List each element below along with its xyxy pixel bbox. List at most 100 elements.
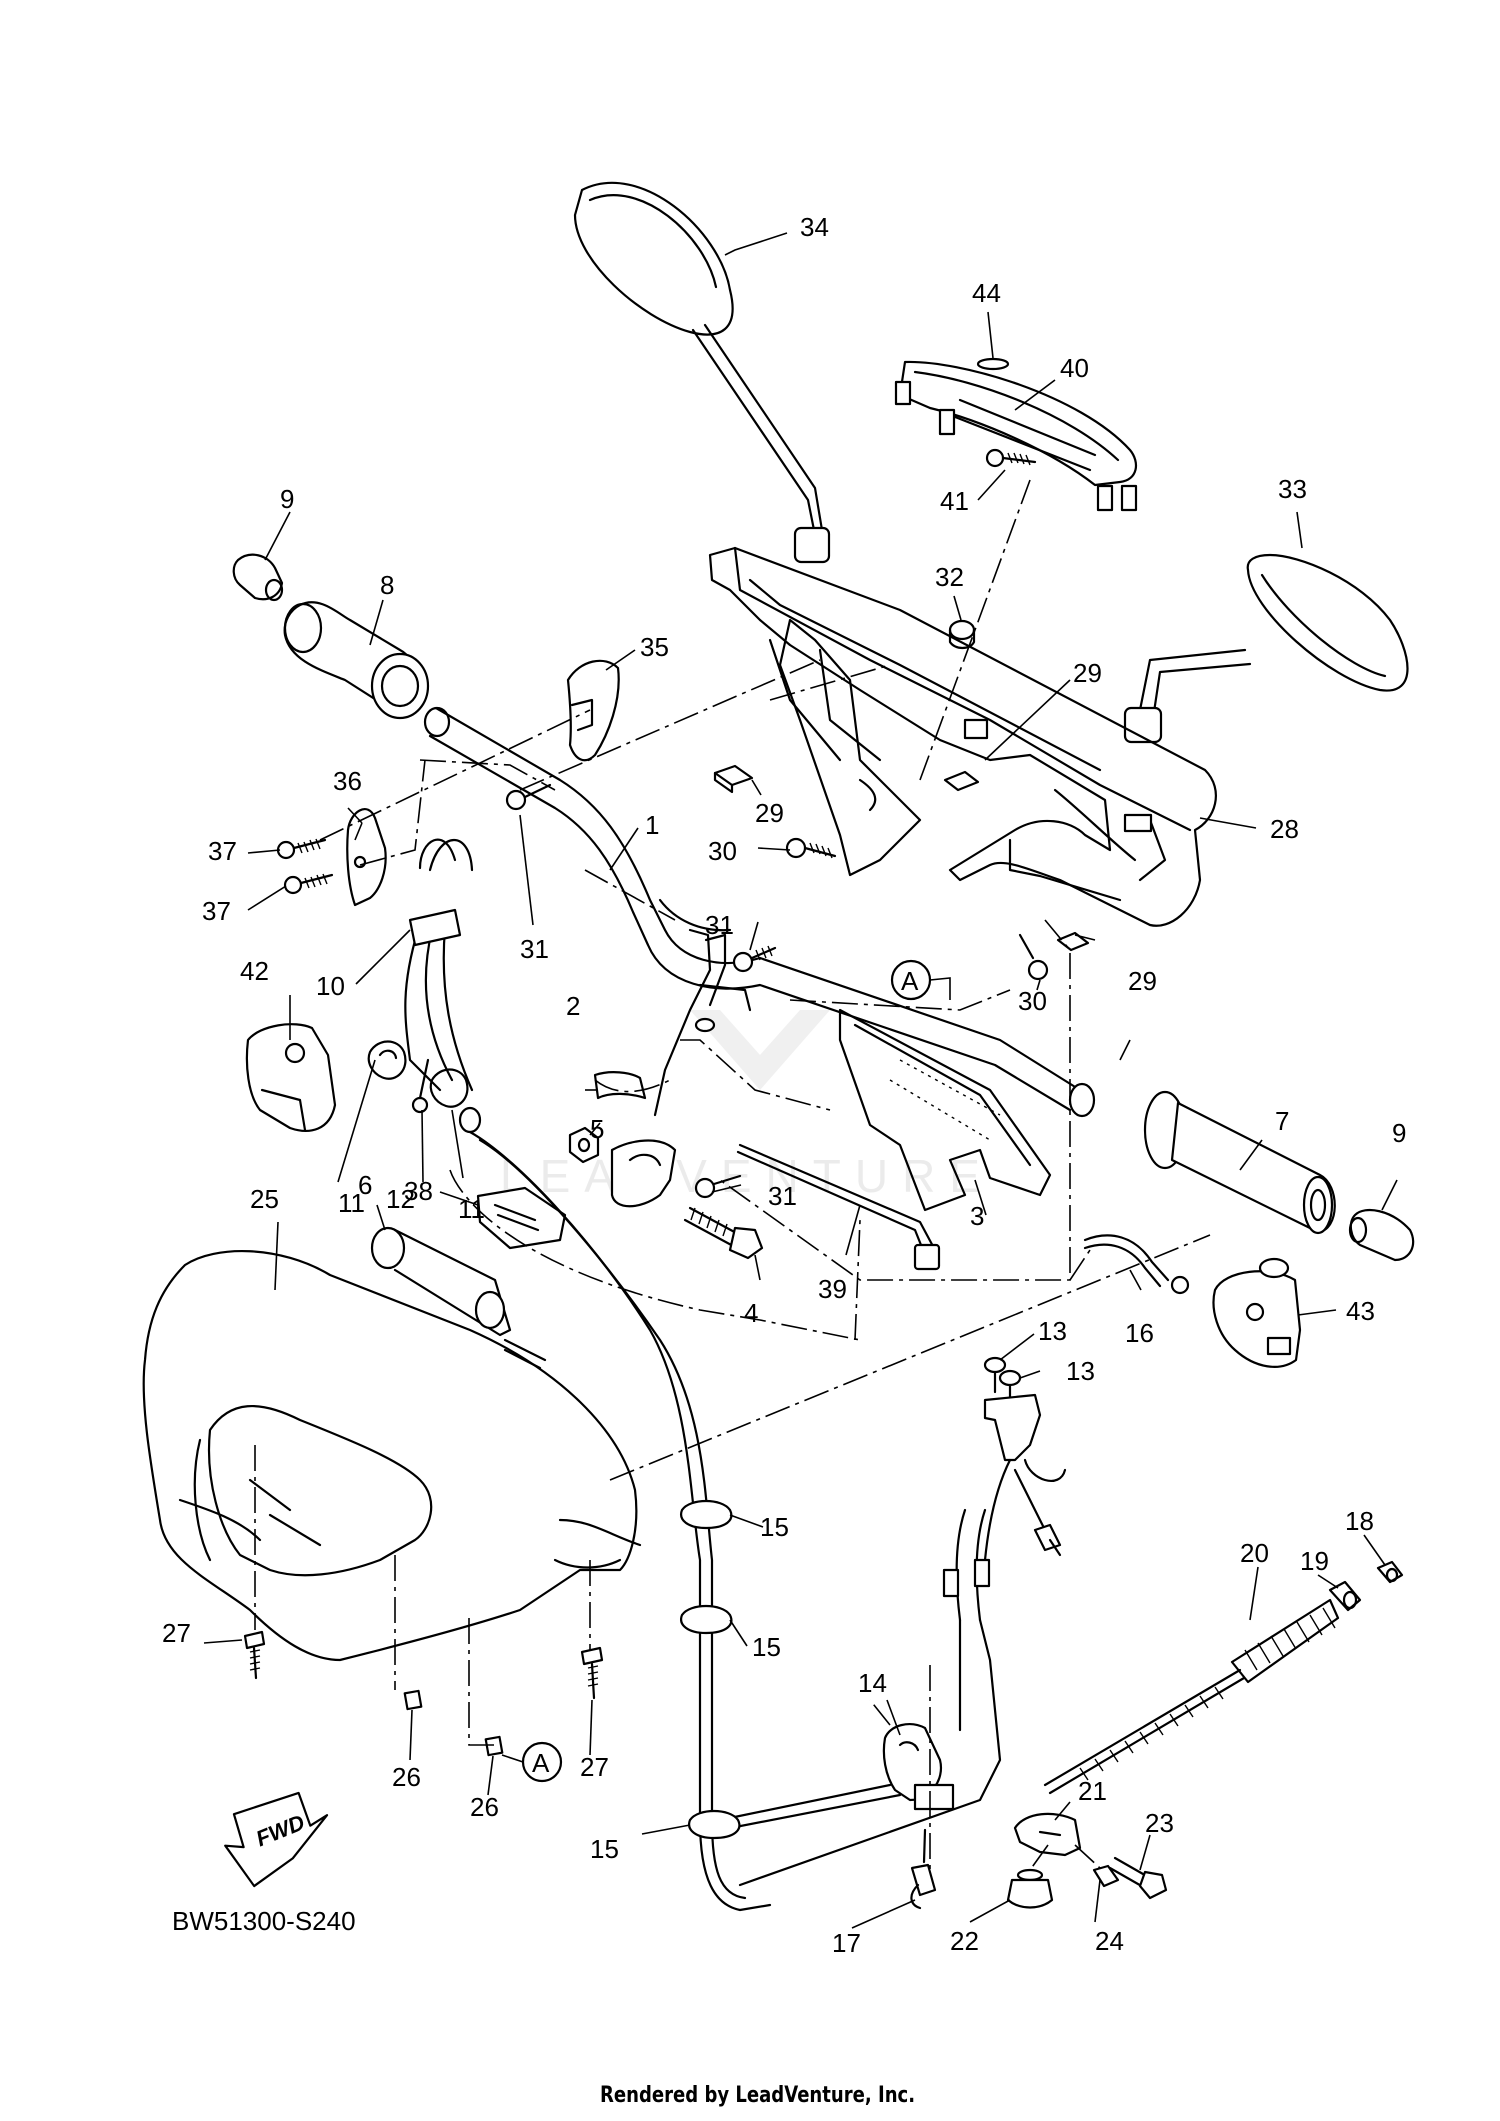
part-30-screw-b[interactable] bbox=[1018, 933, 1049, 981]
part-33-right-mirror[interactable] bbox=[1123, 553, 1409, 744]
callout-20[interactable]: 20 bbox=[1240, 1538, 1269, 1568]
part-22-damper[interactable] bbox=[1006, 1868, 1054, 1909]
callout-17[interactable]: 17 bbox=[832, 1928, 861, 1958]
part-9-grip-end-left[interactable] bbox=[232, 553, 284, 602]
callout-19[interactable]: 19 bbox=[1300, 1546, 1329, 1576]
part-35-holder[interactable] bbox=[566, 659, 620, 762]
callout-27[interactable]: 27 bbox=[580, 1752, 609, 1782]
callout-21[interactable]: 21 bbox=[1078, 1776, 1107, 1806]
callout-13[interactable]: 13 bbox=[1066, 1356, 1095, 1386]
part-31-screw-a[interactable] bbox=[505, 783, 552, 811]
part-11-clamp-a[interactable] bbox=[367, 1040, 407, 1080]
part-37-screw-b[interactable] bbox=[283, 873, 334, 895]
part-25-front-handle-cover[interactable] bbox=[142, 1249, 642, 1662]
callout-30[interactable]: 30 bbox=[1018, 986, 1047, 1016]
callout-8[interactable]: 8 bbox=[380, 570, 394, 600]
part-44-label[interactable] bbox=[976, 357, 1010, 371]
callout-11[interactable]: 11 bbox=[458, 1194, 485, 1224]
part-29-nut-c[interactable] bbox=[1056, 931, 1090, 952]
callout-39[interactable]: 39 bbox=[818, 1274, 847, 1304]
part-23-bolt[interactable] bbox=[1108, 1856, 1168, 1900]
callout-7[interactable]: 7 bbox=[1275, 1106, 1289, 1136]
callout-15[interactable]: 15 bbox=[752, 1632, 781, 1662]
part-13-screw-a[interactable] bbox=[983, 1356, 1007, 1394]
callout-29[interactable]: 29 bbox=[1128, 966, 1157, 996]
part-3-plate[interactable] bbox=[838, 1008, 1052, 1212]
part-30-screw-a[interactable] bbox=[785, 837, 837, 859]
part-41-screw[interactable] bbox=[985, 448, 1037, 468]
part-14-cable-holder[interactable] bbox=[882, 1723, 955, 1811]
part-38-connector[interactable] bbox=[476, 1186, 567, 1250]
callout-32[interactable]: 32 bbox=[935, 562, 964, 592]
part-15-clamp-b[interactable] bbox=[680, 1604, 733, 1635]
part-15-clamp-c[interactable] bbox=[688, 1809, 741, 1840]
part-7-right-grip[interactable] bbox=[1143, 1090, 1336, 1235]
callout-44[interactable]: 44 bbox=[972, 278, 1001, 308]
callout-26[interactable]: 26 bbox=[392, 1762, 421, 1792]
part-4-bolt[interactable] bbox=[683, 1206, 764, 1260]
part-29-nut-a[interactable] bbox=[713, 764, 754, 794]
part-26-nut-b[interactable] bbox=[484, 1735, 504, 1757]
part-31-screw-b[interactable] bbox=[732, 945, 777, 973]
part-8-left-grip[interactable] bbox=[283, 601, 430, 720]
callout-12[interactable]: 12 bbox=[386, 1184, 415, 1214]
callout-23[interactable]: 23 bbox=[1145, 1808, 1174, 1838]
callout-11[interactable]: 11 bbox=[338, 1188, 365, 1218]
callout-5[interactable]: 5 bbox=[590, 1114, 604, 1144]
part-2-holder-bracket[interactable] bbox=[593, 1071, 647, 1100]
part-32-grommet[interactable] bbox=[948, 619, 976, 650]
part-29-nut-b[interactable] bbox=[943, 770, 980, 792]
part-17-clip[interactable] bbox=[910, 1828, 937, 1910]
callout-38[interactable]: 38 bbox=[404, 1176, 433, 1206]
part-5-nut[interactable] bbox=[568, 1126, 600, 1164]
part-18-cap[interactable] bbox=[1376, 1560, 1404, 1584]
part-36-bracket[interactable] bbox=[346, 808, 387, 907]
callout-34[interactable]: 34 bbox=[800, 212, 829, 242]
callout-1[interactable]: 1 bbox=[645, 810, 659, 840]
part-11-clamp-b[interactable] bbox=[429, 1068, 469, 1108]
part-12-screw[interactable] bbox=[411, 1058, 430, 1114]
part-15-clamp-a[interactable] bbox=[680, 1499, 733, 1530]
callout-10[interactable]: 10 bbox=[316, 971, 345, 1001]
callout-31[interactable]: 31 bbox=[768, 1181, 797, 1211]
callout-9[interactable]: 9 bbox=[1392, 1118, 1406, 1148]
part-10-wire-harness[interactable] bbox=[404, 838, 482, 1134]
part-19-cap[interactable] bbox=[1328, 1580, 1362, 1612]
callout-25[interactable]: 25 bbox=[250, 1184, 279, 1214]
callout-3[interactable]: 3 bbox=[970, 1201, 984, 1231]
part-27-screw-a[interactable] bbox=[243, 1630, 266, 1680]
part-40-meter-cover[interactable] bbox=[894, 360, 1138, 512]
part-28-rear-handle-cover[interactable] bbox=[708, 546, 1217, 927]
callout-29[interactable]: 29 bbox=[1073, 658, 1102, 688]
callout-42[interactable]: 42 bbox=[240, 956, 269, 986]
part-37-screw-a[interactable] bbox=[276, 838, 327, 860]
callout-31[interactable]: 31 bbox=[705, 910, 734, 940]
callout-2[interactable]: 2 bbox=[566, 991, 580, 1021]
callout-18[interactable]: 18 bbox=[1345, 1506, 1374, 1536]
part-21-bracket[interactable] bbox=[1013, 1812, 1082, 1857]
part-43-right-switch[interactable] bbox=[1212, 1257, 1302, 1368]
callout-22[interactable]: 22 bbox=[950, 1926, 979, 1956]
callout-16[interactable]: 16 bbox=[1125, 1318, 1154, 1348]
callout-31[interactable]: 31 bbox=[520, 934, 549, 964]
part-26-nut-a[interactable] bbox=[403, 1689, 423, 1711]
callout-15[interactable]: 15 bbox=[760, 1512, 789, 1542]
callout-33[interactable]: 33 bbox=[1278, 474, 1307, 504]
callout-27[interactable]: 27 bbox=[162, 1618, 191, 1648]
callout-24[interactable]: 24 bbox=[1095, 1926, 1124, 1956]
callout-6[interactable]: 6 bbox=[358, 1170, 372, 1200]
part-42-left-switch[interactable] bbox=[245, 1023, 337, 1132]
callout-37[interactable]: 37 bbox=[202, 896, 231, 926]
part-24-collar[interactable] bbox=[1092, 1864, 1120, 1888]
callout-37[interactable]: 37 bbox=[208, 836, 237, 866]
part-16-cable[interactable] bbox=[1083, 1234, 1190, 1295]
part-6-headlight-unit[interactable] bbox=[370, 1226, 547, 1370]
callout-35[interactable]: 35 bbox=[640, 632, 669, 662]
callout-29[interactable]: 29 bbox=[755, 798, 784, 828]
part-39-band[interactable] bbox=[736, 1143, 941, 1271]
part-20-throttle-cable[interactable] bbox=[1043, 1598, 1340, 1795]
callout-41[interactable]: 41 bbox=[940, 486, 969, 516]
callout-43[interactable]: 43 bbox=[1346, 1296, 1375, 1326]
callout-36[interactable]: 36 bbox=[333, 766, 362, 796]
callout-13[interactable]: 13 bbox=[1038, 1316, 1067, 1346]
